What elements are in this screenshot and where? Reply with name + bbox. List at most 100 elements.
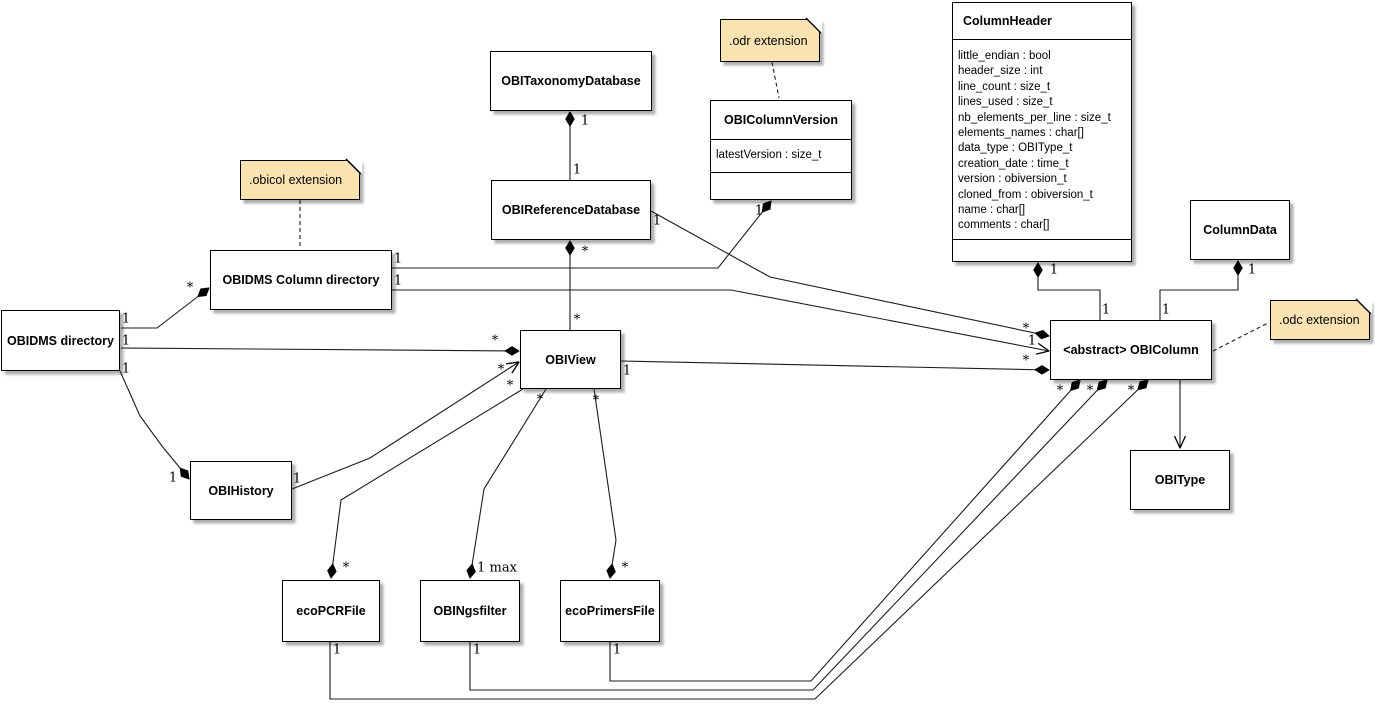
class-title: OBITaxonomyDatabase	[501, 74, 641, 88]
class-title: ColumnData	[1203, 223, 1277, 237]
multiplicity-label: 1	[1101, 302, 1111, 318]
attribute: comments : char[]	[958, 219, 1050, 232]
multiplicity-label: *	[621, 560, 629, 576]
multiplicity-label: 1	[393, 273, 403, 289]
class-columndata[interactable]: ColumnData	[1190, 200, 1290, 260]
class-obihistory[interactable]: OBIHistory	[190, 461, 292, 520]
class-title: OBIHistory	[208, 483, 274, 498]
anchor-note-odr	[771, 61, 780, 99]
class-title: ecoPrimersFile	[565, 604, 655, 618]
multiplicity-label: *	[536, 392, 544, 408]
multiplicity-label: 1	[121, 333, 131, 349]
edge-view-obicolumn	[620, 360, 1049, 370]
edge-ecopcr-obicolumn	[329, 380, 1148, 700]
attribute: version : obiversion_t	[958, 173, 1067, 186]
class-obingsfilter[interactable]: OBINgsfilter	[420, 580, 520, 642]
class-ecoprimersfile[interactable]: ecoPrimersFile	[560, 580, 660, 642]
multiplicity-label: 1	[393, 251, 403, 267]
multiplicity-label: *	[342, 560, 350, 576]
note-obicol-extension[interactable]: .obicol extension	[240, 160, 360, 200]
multiplicity-label: *	[592, 393, 600, 409]
attribute: latestVersion : size_t	[716, 149, 822, 162]
attribute: little_endian : bool	[958, 50, 1051, 62]
class-title: ColumnHeader	[963, 14, 1052, 28]
multiplicity-label: 1	[121, 361, 131, 377]
class-obicolumn[interactable]: <abstract> OBIColumn	[1050, 320, 1212, 380]
note-text: .odc extension	[1279, 313, 1360, 327]
class-obicolumnversion[interactable]: OBIColumnVersion latestVersion : size_t	[710, 100, 852, 200]
edge-view-ecoprimers	[593, 388, 617, 578]
attribute: nb_elements_per_line : size_t	[958, 111, 1111, 124]
multiplicity-label: *	[1127, 383, 1135, 399]
edge-obicolumn-coldata	[1159, 261, 1238, 320]
attribute: data_type : OBIType_t	[958, 142, 1073, 155]
class-obidms-directory[interactable]: OBIDMS directory	[1, 310, 120, 371]
edge-dmsdir-coldir	[121, 288, 209, 329]
attribute: cloned_from : obiversion_t	[958, 188, 1093, 201]
multiplicity-label: 1	[612, 642, 622, 658]
class-title: OBIDMS Column directory	[222, 273, 380, 287]
edge-ngsfilter-obicolumn	[469, 380, 1107, 691]
operations-compartment	[711, 172, 851, 198]
multiplicity-label: *	[1022, 321, 1030, 337]
multiplicity-label: 1	[622, 363, 632, 379]
class-title: OBIType	[1154, 473, 1206, 487]
edge-view-ngsfilter	[470, 388, 547, 578]
attribute: creation_date : time_t	[958, 157, 1069, 170]
attributes-compartment: little_endian : bool header_size : int l…	[953, 39, 1131, 239]
note-odc-extension[interactable]: .odc extension	[1270, 300, 1370, 340]
edge-view-ecopcr	[331, 388, 524, 578]
class-title: OBIDMS directory	[7, 333, 114, 348]
attribute: lines_used : size_t	[958, 96, 1053, 109]
class-title: OBIView	[545, 352, 596, 367]
class-obireferencedatabase[interactable]: OBIReferenceDatabase	[491, 180, 651, 240]
class-title: OBINgsfilter	[433, 604, 507, 618]
edge-ecoprimers-obicolumn	[609, 380, 1080, 682]
multiplicity-label: *	[581, 244, 589, 260]
class-columnheader[interactable]: ColumnHeader little_endian : bool header…	[952, 2, 1132, 262]
note-text: .obicol extension	[249, 173, 343, 187]
multiplicity-label: *	[497, 362, 505, 378]
multiplicity-label: 1	[168, 470, 178, 486]
multiplicity-label: 1	[1049, 262, 1059, 278]
attribute: line_count : size_t	[958, 80, 1051, 93]
attribute: elements_names : char[]	[958, 127, 1084, 140]
attribute: header_size : int	[958, 65, 1043, 78]
edge-dmsdir-view	[120, 348, 519, 351]
class-title: OBIReferenceDatabase	[501, 203, 641, 217]
multiplicity-label: 1	[121, 311, 131, 327]
multiplicity-label: *	[573, 312, 581, 328]
edge-dmsdir-history	[119, 370, 189, 479]
multiplicity-label: *	[1086, 383, 1094, 399]
multiplicity-label: 1	[652, 213, 662, 229]
multiplicity-label: *	[1056, 383, 1064, 399]
multiplicity-label: 1	[572, 162, 582, 178]
multiplicity-label: 1 max	[477, 560, 517, 576]
multiplicity-label: *	[1022, 353, 1030, 369]
note-text: .odr extension	[729, 33, 808, 48]
edge-history-view	[291, 362, 519, 490]
class-obitype[interactable]: OBIType	[1130, 450, 1230, 510]
multiplicity-label: 1	[332, 642, 342, 658]
note-odr-extension[interactable]: .odr extension	[720, 19, 820, 62]
class-ecopcrfile[interactable]: ecoPCRFile	[282, 580, 380, 642]
multiplicity-label: 1	[472, 642, 482, 658]
multiplicity-label: *	[491, 333, 499, 349]
class-obidms-column-directory[interactable]: OBIDMS Column directory	[210, 250, 392, 310]
class-title: ecoPCRFile	[296, 604, 366, 618]
class-title: <abstract> OBIColumn	[1063, 343, 1199, 357]
multiplicity-label: 1	[1161, 302, 1171, 318]
class-title-compartment: OBIColumnVersion	[711, 101, 851, 139]
attribute: name : char[]	[958, 204, 1026, 217]
multiplicity-label: 1	[754, 203, 764, 219]
class-obiview[interactable]: OBIView	[520, 330, 621, 389]
multiplicity-label: 1	[580, 113, 590, 129]
multiplicity-label: *	[186, 280, 194, 296]
class-title-compartment: ColumnHeader	[953, 3, 1131, 39]
multiplicity-label: *	[506, 378, 514, 394]
operations-compartment	[953, 239, 1131, 260]
edge-obicolumn-colheader	[1038, 263, 1101, 320]
class-obitaxonomydatabase[interactable]: OBITaxonomyDatabase	[490, 51, 652, 111]
anchor-note-odc	[1212, 322, 1269, 352]
